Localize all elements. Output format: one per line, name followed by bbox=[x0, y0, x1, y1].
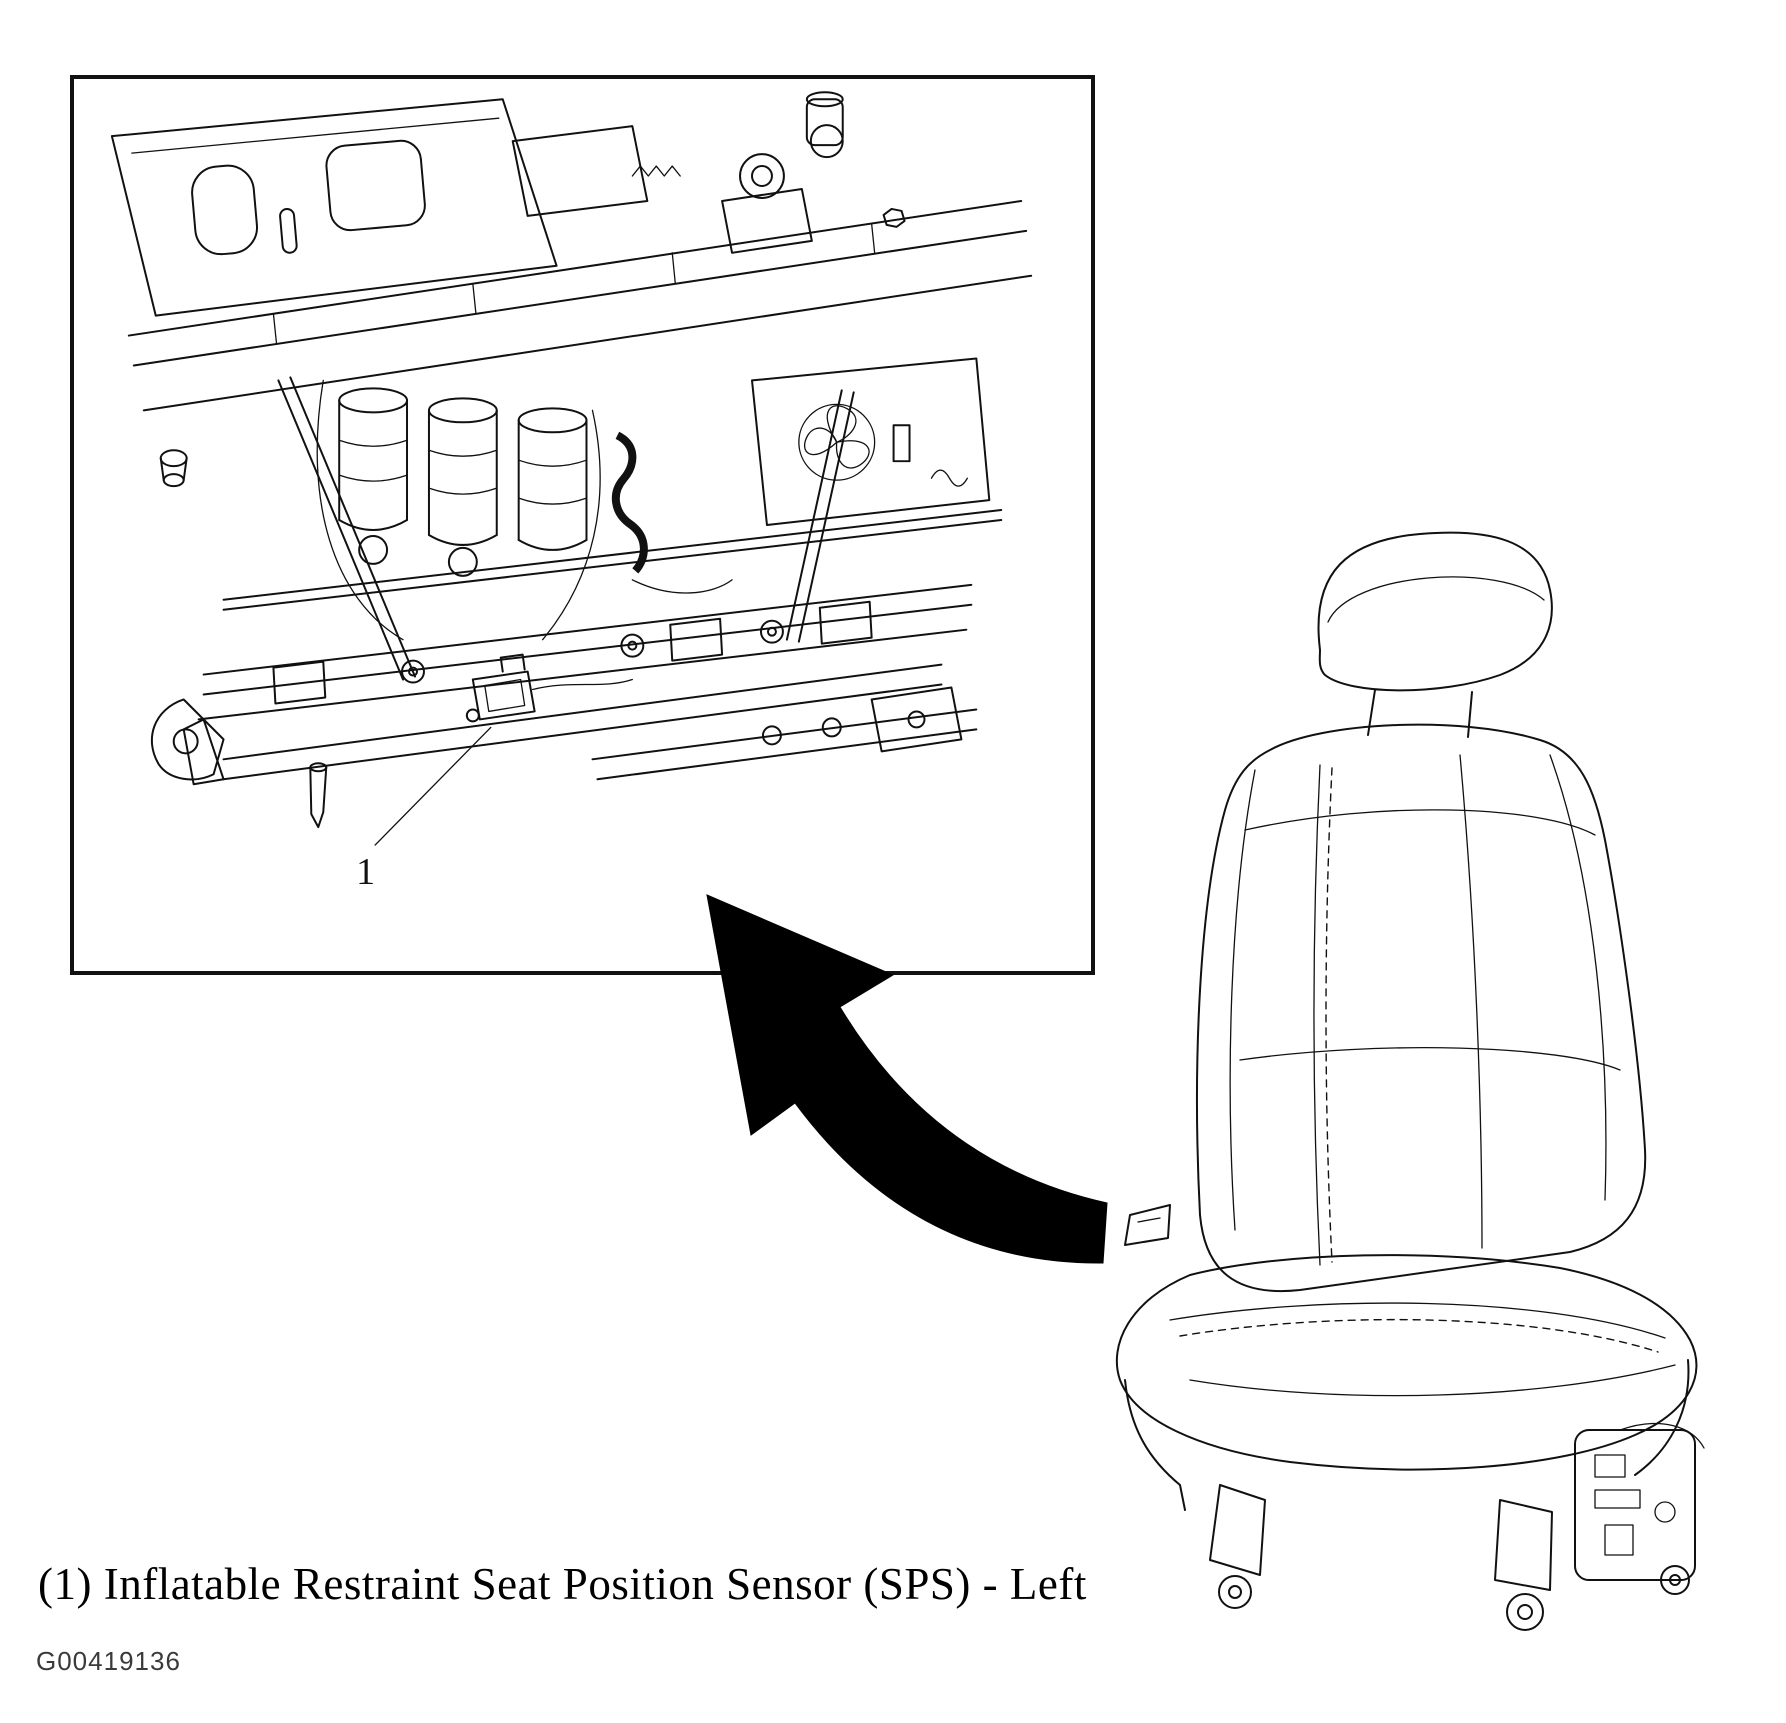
mount-stud bbox=[159, 449, 188, 488]
recliner-mechanism bbox=[721, 91, 906, 254]
seat-cushion bbox=[1115, 1254, 1698, 1511]
front-bracket bbox=[150, 698, 328, 829]
support-struts bbox=[277, 376, 855, 681]
seat-mount-legs bbox=[1209, 1484, 1690, 1631]
seat-underside-drawing: 1 bbox=[110, 91, 1033, 893]
seat-illustration bbox=[1020, 500, 1780, 1660]
inset-pointer-arrow bbox=[655, 835, 1125, 1285]
seat-track-rails bbox=[182, 583, 978, 786]
callout-leader-line bbox=[374, 726, 492, 846]
seat-headrest bbox=[1317, 531, 1553, 738]
callout-1: 1 bbox=[356, 726, 492, 893]
recline-lever bbox=[1124, 1204, 1171, 1246]
seat-pan bbox=[110, 98, 681, 317]
sps-sensor bbox=[465, 653, 634, 723]
frame-crossmembers bbox=[127, 199, 1033, 611]
adjuster-motors bbox=[338, 387, 588, 577]
figure-id: G00419136 bbox=[36, 1646, 181, 1676]
seat-backrest bbox=[1196, 723, 1647, 1293]
hvac-symbol-panel bbox=[751, 357, 991, 526]
figure-caption: (1) Inflatable Restraint Seat Position S… bbox=[38, 1559, 1087, 1609]
callout-1-label: 1 bbox=[356, 851, 375, 893]
arrow-icon bbox=[706, 894, 1108, 1264]
seat-adjust-controls bbox=[1574, 1423, 1705, 1581]
wiring-harness bbox=[316, 379, 733, 641]
detail-inset-box: 1 bbox=[70, 75, 1095, 975]
